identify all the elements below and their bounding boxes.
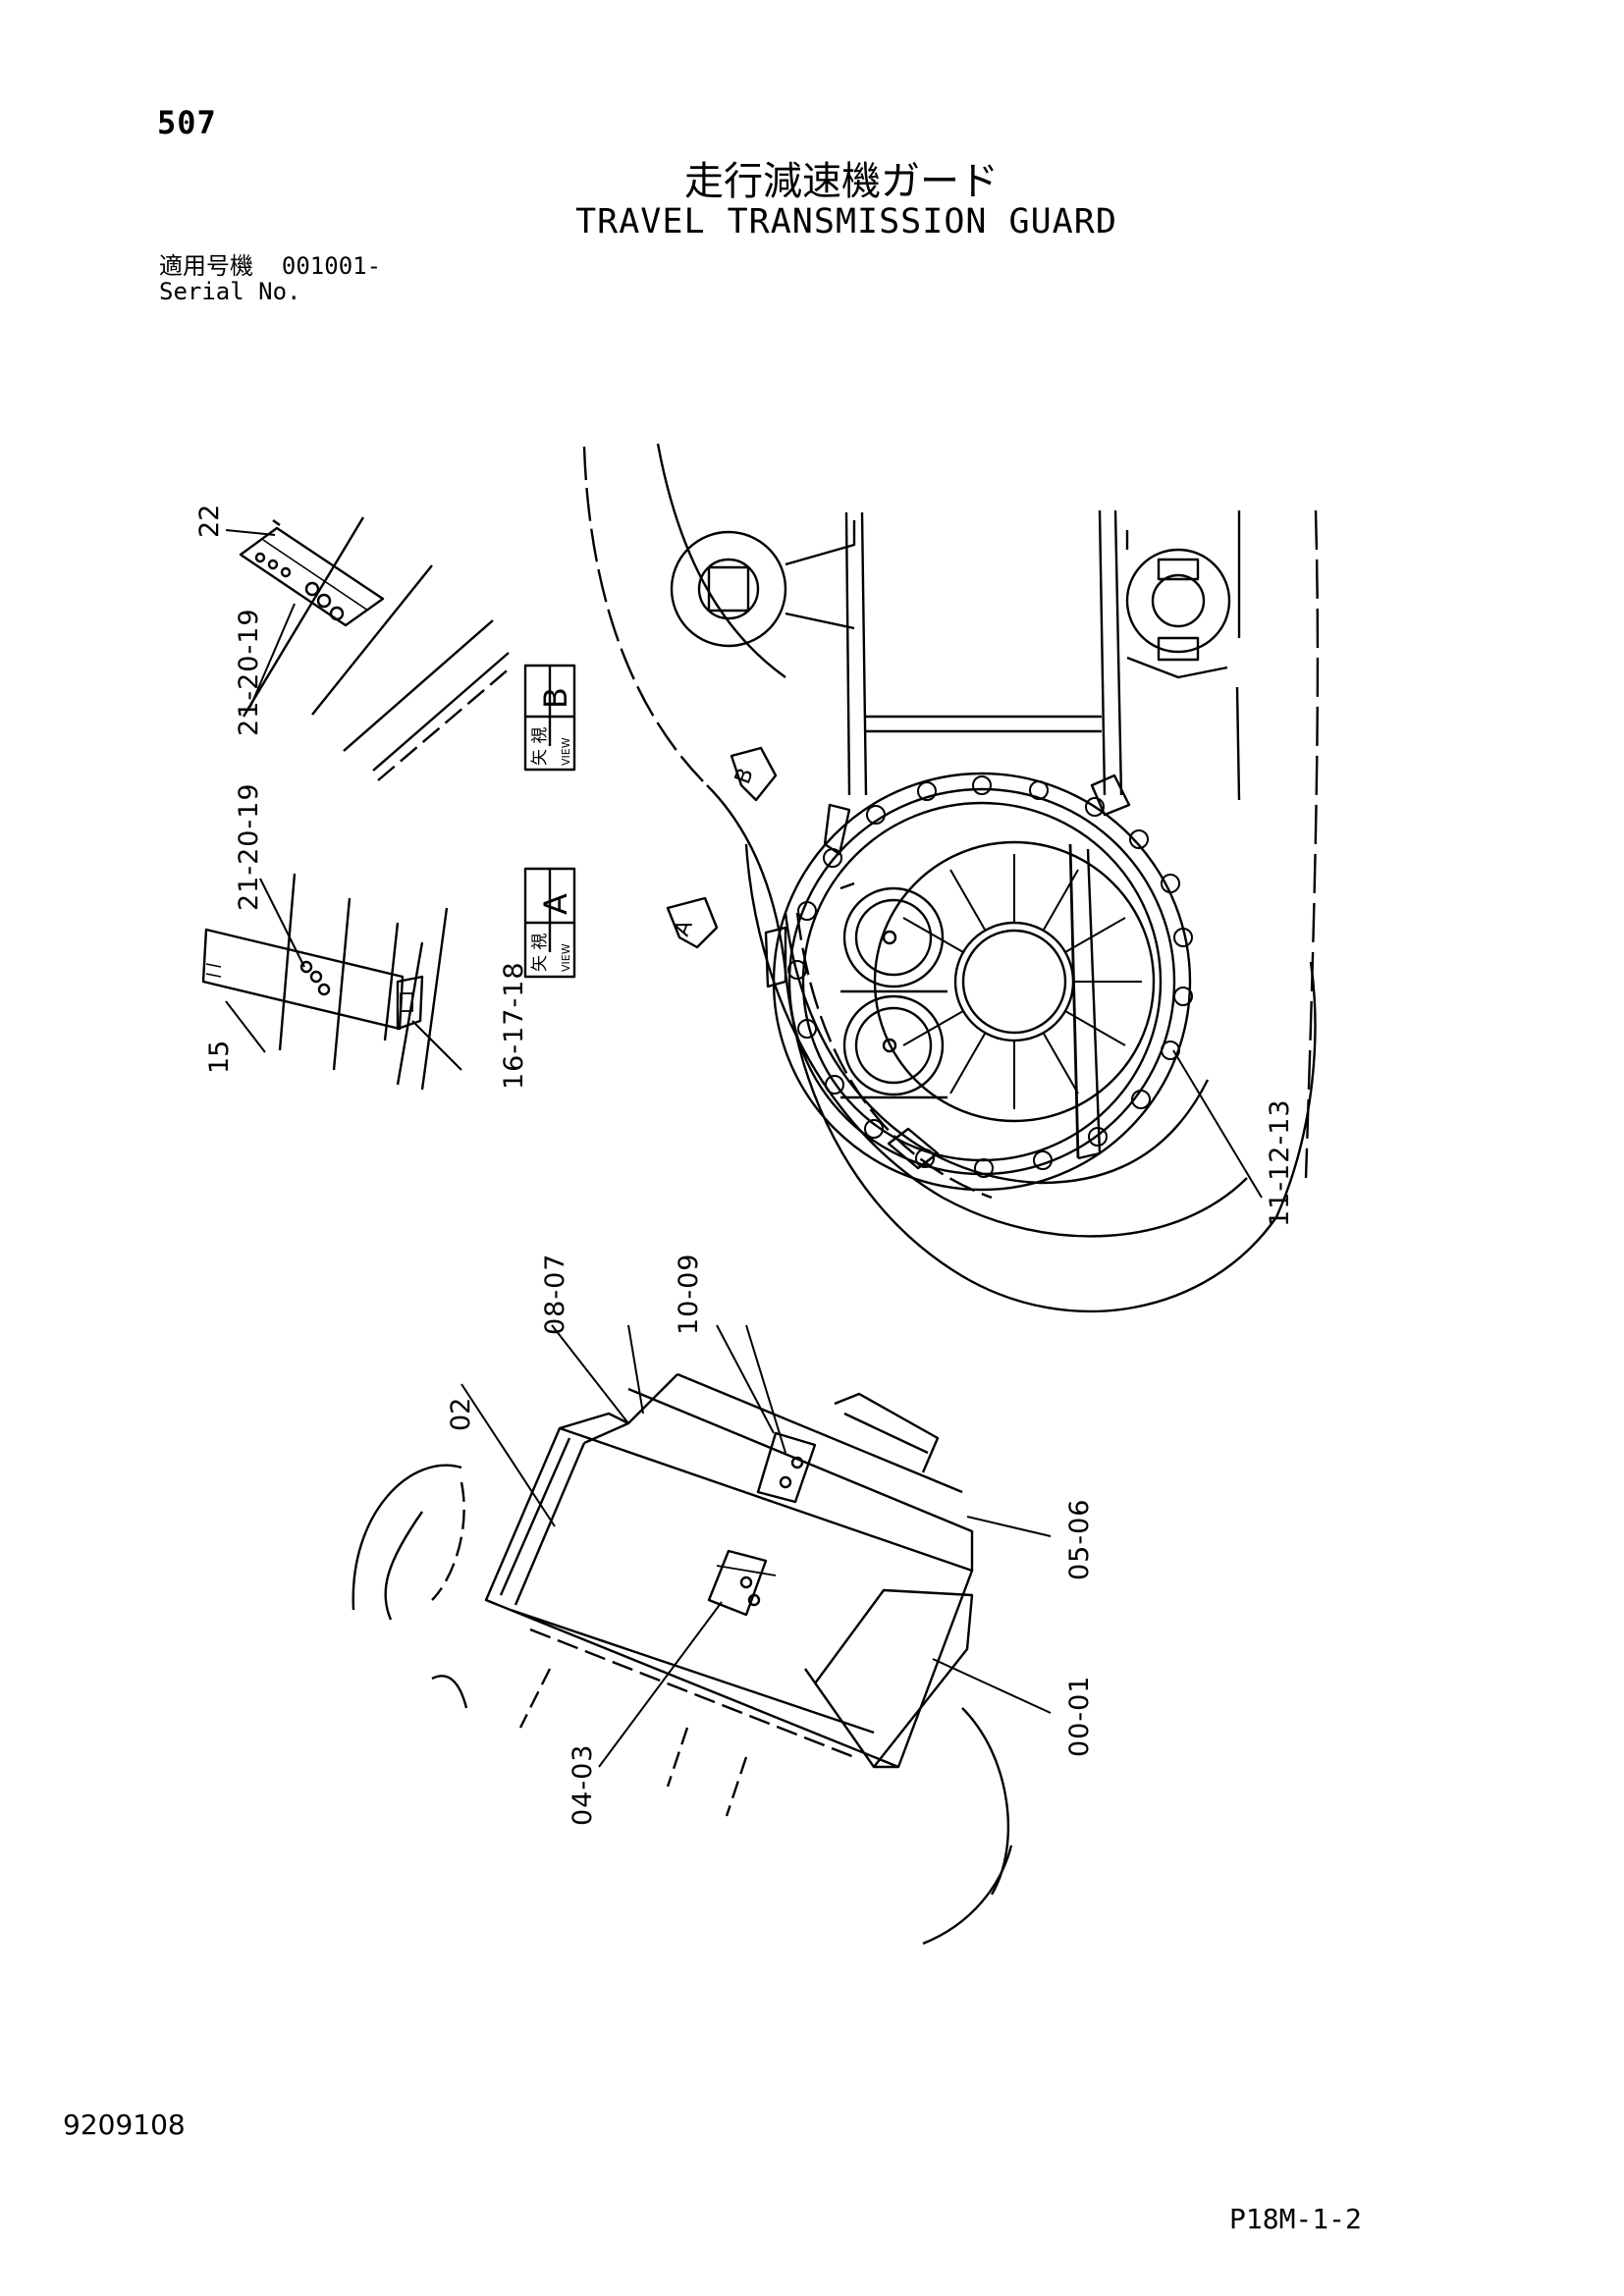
frame-rails	[844, 509, 1241, 801]
frame-lug-left	[670, 520, 856, 648]
callout-00-01: 00-01	[1064, 1676, 1095, 1757]
detail-view-a	[201, 873, 449, 1091]
view-b-jp: 矢 視	[530, 727, 550, 766]
page-number: 507	[157, 104, 217, 141]
callout-04-03: 04-03	[568, 1744, 598, 1826]
track-frame-outline	[582, 443, 1320, 1313]
arrow-view-a	[666, 896, 719, 949]
callout-10-09: 10-09	[674, 1254, 704, 1335]
callout-08-07: 08-07	[540, 1254, 570, 1335]
callout-21-20-19-mid: 21-20-19	[234, 782, 264, 911]
callout-02: 02	[446, 1398, 476, 1431]
view-tag-a	[523, 867, 576, 979]
callout-21-20-19-top: 21-20-19	[234, 608, 264, 736]
callout-16-17-18: 16-17-18	[499, 961, 529, 1090]
title-english: TRAVEL TRANSMISSION GUARD	[575, 202, 1117, 241]
document-number: 9209108	[63, 2109, 186, 2141]
guard-assembly-lower	[352, 1372, 1013, 1946]
travel-motor-assembly	[764, 772, 1210, 1192]
title-japanese: 走行減速機ガード	[684, 159, 999, 204]
serial-label-en: Serial No.	[159, 278, 301, 305]
callout-11-12-13: 11-12-13	[1265, 1098, 1295, 1227]
view-b-letter: B	[537, 687, 574, 709]
view-b-small: VIEW	[560, 737, 572, 766]
leader-lines	[225, 529, 1263, 1768]
detail-view-b	[239, 516, 512, 781]
callout-05-06: 05-06	[1064, 1499, 1095, 1580]
view-a-jp: 矢 視	[530, 934, 550, 972]
serial-block: 適用号機 001001- Serial No.	[159, 253, 381, 304]
frame-lug-right	[1125, 530, 1231, 679]
serial-label-jp: 適用号機	[159, 252, 253, 280]
callout-15: 15	[204, 1041, 235, 1074]
serial-value: 001001-	[281, 252, 382, 280]
arrow-a-letter: A	[670, 917, 698, 939]
arrow-b-letter: B	[731, 765, 759, 787]
view-tag-b	[523, 664, 576, 772]
arrow-view-b	[730, 746, 778, 802]
view-a-letter: A	[537, 893, 574, 915]
callout-22: 22	[194, 505, 225, 538]
serial-line-jp: 適用号機 001001-	[159, 253, 381, 279]
view-a-small: VIEW	[560, 943, 572, 972]
figure-code: P18M-1-2	[1229, 2203, 1362, 2235]
